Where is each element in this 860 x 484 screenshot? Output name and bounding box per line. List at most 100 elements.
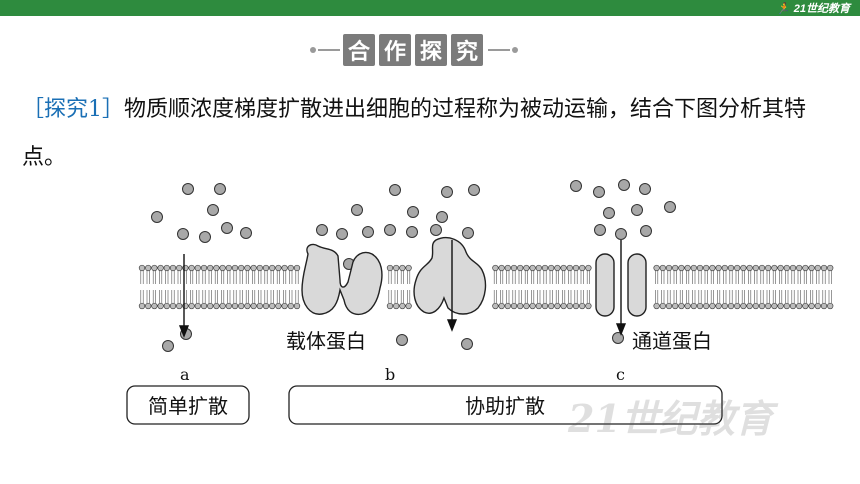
lipid-tail [394, 271, 398, 284]
lipid-tail [146, 290, 150, 303]
lipid-head [796, 264, 803, 272]
lipid-tail [667, 271, 671, 284]
lipid-tail [524, 271, 528, 284]
lipid-head [672, 302, 679, 310]
lipid-head [678, 302, 685, 310]
lipid-tail [258, 271, 262, 284]
lipid-tail [791, 290, 795, 303]
channel-protein-right [627, 253, 647, 317]
lipid-head [269, 264, 276, 272]
lipid-head [585, 302, 592, 310]
molecule [384, 224, 396, 236]
heading-char: 作 [379, 34, 411, 66]
lipid-head [504, 302, 511, 310]
lipid-tail [568, 271, 572, 284]
lipid-tail [506, 290, 510, 303]
lipid-tail [754, 290, 758, 303]
lipid-head [709, 302, 716, 310]
lipid-head [529, 264, 536, 272]
lipid-tail [779, 271, 783, 284]
lipid-head [740, 302, 747, 310]
lipid-head [746, 302, 753, 310]
lipid-head [393, 264, 400, 272]
lipid-head [665, 302, 673, 310]
lipid-head [684, 264, 691, 272]
lipid-head [225, 302, 232, 310]
question-text: 物质顺浓度梯度扩散进出细胞的过程称为被动运输，结合下图分析其特点。 [22, 97, 807, 170]
lipid-head [262, 302, 270, 310]
lipid-tail [177, 290, 181, 303]
lipid-tail [171, 290, 175, 303]
lipid-tail [686, 271, 690, 284]
lipid-head [808, 264, 815, 272]
lipid-tail [500, 271, 504, 284]
molecule [182, 183, 194, 195]
lipid-tail [531, 290, 535, 303]
lipid-tail [710, 271, 714, 284]
lipid-head [777, 264, 784, 272]
label-b: b [385, 365, 395, 384]
lipid-head [157, 302, 164, 310]
lipid-head [777, 302, 784, 310]
lipid-head [405, 264, 412, 272]
lipid-tail [568, 290, 572, 303]
lipid-tail [673, 290, 677, 303]
lipid-tail [741, 271, 745, 284]
lipid-tail [574, 271, 578, 284]
lipid-head [560, 264, 567, 272]
lipid-tail [295, 290, 299, 303]
lipid-tail [562, 290, 566, 303]
lipid-tail [710, 290, 714, 303]
lipid-head [715, 302, 722, 310]
lipid-head [498, 302, 505, 310]
lipid-head [219, 302, 226, 310]
lipid-tail [512, 290, 516, 303]
lipid-tail [245, 290, 249, 303]
lipid-head [696, 302, 704, 310]
question-paragraph: ［探究1］物质顺浓度梯度扩散进出细胞的过程称为被动运输，结合下图分析其特点。 [22, 86, 842, 182]
box-simple-diffusion-label: 简单扩散 [148, 394, 228, 418]
lipid-tail [692, 271, 696, 284]
lipid-tail [252, 290, 256, 303]
molecule [640, 225, 652, 237]
lipid-head [200, 302, 208, 310]
lipid-head [734, 264, 741, 272]
lipid-head [399, 302, 406, 310]
lipid-tail [735, 290, 739, 303]
molecule [441, 186, 453, 198]
lipid-head [572, 302, 580, 310]
lipid-tail [283, 271, 287, 284]
lipid-tail [295, 271, 299, 284]
lipid-tail [692, 290, 696, 303]
lipid-tail [555, 271, 559, 284]
lipid-head [579, 264, 586, 272]
lipid-head [225, 264, 232, 272]
question-label: ［探究1］ [22, 97, 124, 122]
lipid-head [250, 302, 257, 310]
molecule [468, 184, 480, 196]
lipid-tail [797, 290, 801, 303]
lipid-tail [717, 271, 721, 284]
lipid-head [709, 264, 716, 272]
lipid-head [715, 264, 722, 272]
lipid-tail [698, 290, 702, 303]
lipid-tail [159, 271, 163, 284]
brand-logo: 🏃 21世纪教育 [776, 0, 850, 16]
heading-boxes: 合 作 探 究 [343, 34, 483, 66]
lipid-head [244, 264, 251, 272]
lipid-head [783, 264, 790, 272]
section-heading: 合 作 探 究 [0, 30, 860, 70]
lipid-tail [289, 290, 293, 303]
molecule [664, 201, 676, 213]
lipid-tail [171, 271, 175, 284]
lipid-tail [506, 271, 510, 284]
lipid-tail [760, 290, 764, 303]
lipid-tail [146, 271, 150, 284]
lipid-tail [140, 290, 144, 303]
lipid-tail [549, 290, 553, 303]
lipid-head [802, 264, 809, 272]
molecule [618, 179, 630, 191]
lipid-head [678, 264, 685, 272]
lipid-head [672, 264, 679, 272]
lipid-tail [555, 290, 559, 303]
